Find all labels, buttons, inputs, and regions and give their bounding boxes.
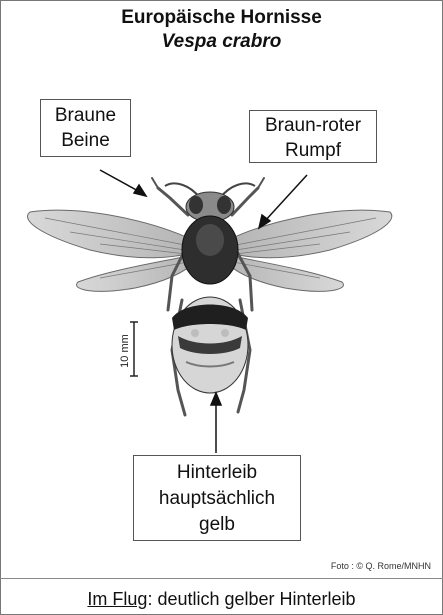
label-abdomen-line2: hauptsächlich — [134, 486, 300, 512]
left-wings — [28, 210, 196, 291]
hornet-abdomen — [172, 297, 248, 393]
label-thorax-line2: Rumpf — [250, 138, 376, 163]
label-thorax-line1: Braun-roter — [250, 113, 376, 138]
label-thorax: Braun-roter Rumpf — [249, 110, 377, 163]
label-legs: Braune Beine — [40, 99, 131, 157]
footer-rest: : deutlich gelber Hinterleib — [147, 589, 355, 609]
footer-divider — [0, 578, 443, 579]
label-abdomen-line3: gelb — [134, 512, 300, 538]
label-abdomen-line1: Hinterleib — [134, 460, 300, 486]
label-abdomen: Hinterleib hauptsächlich gelb — [133, 455, 301, 541]
footer-emphasis: Im Flug — [87, 589, 147, 609]
photo-credit: Foto : © Q. Rome/MNHN — [331, 561, 431, 571]
label-legs-line1: Braune — [41, 103, 130, 128]
left-eye — [189, 196, 203, 214]
thorax-highlight — [196, 224, 224, 256]
scale-bar — [130, 322, 138, 376]
right-eye — [217, 196, 231, 214]
scale-bar-label: 10 mm — [119, 321, 131, 381]
footer-caption: Im Flug: deutlich gelber Hinterleib — [0, 588, 443, 610]
label-legs-line2: Beine — [41, 128, 130, 153]
